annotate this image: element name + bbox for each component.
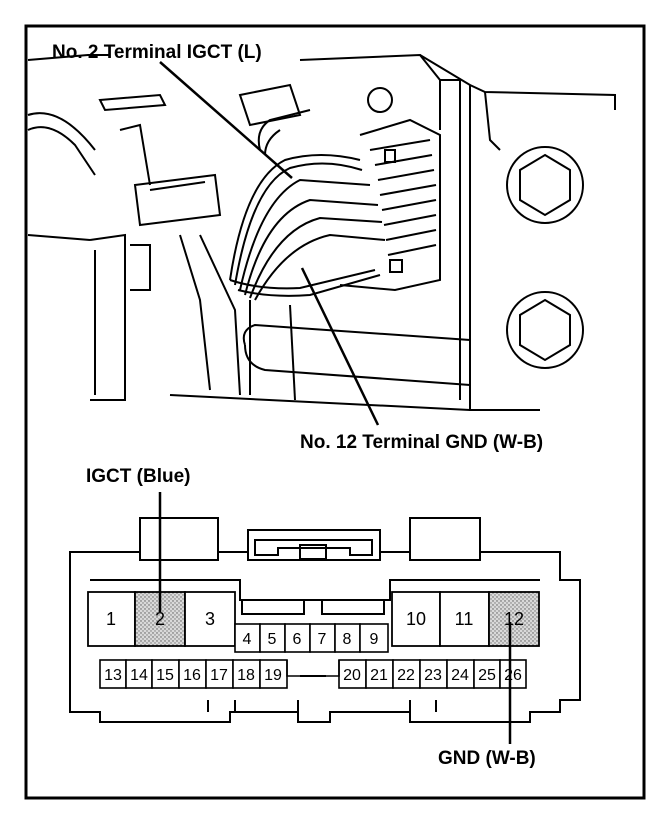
pin-label: 7 (318, 631, 327, 648)
pin-cell-22 (392, 659, 421, 689)
leader-terminal-12 (300, 267, 380, 426)
pin-cell-26 (499, 659, 527, 689)
pin-cell-15 (151, 659, 180, 689)
pin-cell-25 (473, 659, 501, 689)
bottom-pin-row (99, 659, 527, 689)
pin-label: 24 (451, 667, 469, 684)
bottom-pin-labels: 13 14 15 16 17 18 19 20 21 22 23 24 25 2… (104, 667, 522, 684)
pin-label: 16 (183, 667, 201, 684)
diagram-frame (24, 24, 646, 800)
pin-label: 17 (210, 667, 228, 684)
pin-label: 3 (205, 609, 215, 629)
pin-cell-3 (184, 591, 236, 647)
pin-cell-19 (259, 659, 288, 689)
pin-label: 12 (504, 609, 524, 629)
harness-illustration (27, 53, 616, 411)
pin-label: 15 (156, 667, 174, 684)
pin-cell-11 (439, 591, 490, 647)
label-terminal-12-gnd: No. 12 Terminal GND (W-B) (300, 432, 543, 453)
pin-label: 19 (264, 667, 282, 684)
center-pin-row: 4 5 6 7 8 9 (234, 623, 389, 653)
pin-cell-12-highlight (488, 591, 540, 647)
leader-terminal-2 (159, 61, 293, 179)
pin-label: 5 (268, 631, 277, 648)
large-pin-row: 1 2 3 10 11 12 (87, 591, 540, 647)
label-gnd-wb: GND (W-B) (438, 748, 536, 769)
pin-label: 2 (155, 609, 165, 629)
pin-label: 6 (293, 631, 302, 648)
pin-label: 1 (106, 609, 116, 629)
pin-cell-16 (178, 659, 207, 689)
label-igct-blue: IGCT (Blue) (86, 466, 191, 487)
label-terminal-2-igct: No. 2 Terminal IGCT (L) (52, 42, 262, 63)
pin-cell-20 (338, 659, 367, 689)
pin-label: 10 (406, 609, 426, 629)
pin-label: 22 (397, 667, 415, 684)
connector-face (69, 517, 581, 723)
pin-label: 4 (243, 631, 252, 648)
pin-label: 8 (343, 631, 352, 648)
pin-label: 13 (104, 667, 122, 684)
pin-cell-6 (284, 623, 311, 653)
pin-cell-21 (365, 659, 394, 689)
pin-label: 21 (370, 667, 388, 684)
pin-cell-13 (99, 659, 127, 689)
pin-label: 14 (130, 667, 148, 684)
pin-label: 11 (455, 609, 474, 629)
pin-label: 26 (504, 667, 522, 684)
pin-label: 23 (424, 667, 442, 684)
pin-cell-17 (205, 659, 234, 689)
pin-label: 25 (478, 667, 496, 684)
connector-key (286, 660, 340, 677)
pin-label: 20 (343, 667, 361, 684)
pin-label: 18 (237, 667, 255, 684)
pin-cell-24 (446, 659, 475, 689)
pin-label: 9 (370, 631, 379, 648)
pin-cell-9 (359, 623, 389, 653)
